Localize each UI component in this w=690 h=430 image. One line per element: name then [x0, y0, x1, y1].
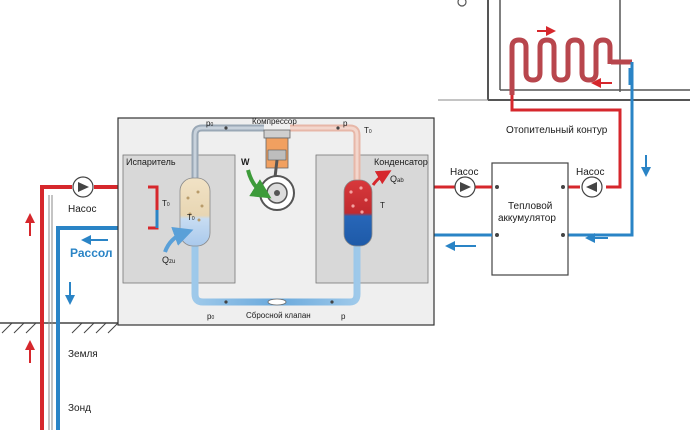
relief-valve-label: Сбросной клапан — [246, 311, 311, 320]
q-in-subscript: zu — [169, 259, 176, 265]
heating-coil — [509, 26, 632, 95]
evap-t-symbol: T — [162, 199, 167, 208]
tank-label-line2: аккумулятор — [498, 213, 556, 224]
probe-label: Зонд — [68, 403, 91, 414]
evaporator-label: Испаритель — [126, 157, 176, 167]
house-outline — [438, 0, 690, 101]
brine-label: Рассол — [70, 246, 113, 260]
evap-t0-symbol: T — [187, 213, 192, 222]
refrigerant-circuit — [191, 124, 361, 306]
pump-left-icon — [72, 176, 94, 198]
p0-bottom-symbol: p — [207, 312, 212, 321]
condenser-temp-label: T — [380, 201, 385, 210]
heating-circuit-pipes — [510, 62, 651, 243]
pump-mid-icon — [454, 176, 476, 198]
pump-label-right: Насос — [576, 167, 605, 178]
pressure-p0-top-label: p0 — [206, 120, 213, 128]
state-points — [224, 126, 340, 304]
tank-label-line1: Тепловой — [508, 201, 553, 212]
pressure-p-bottom-label: p — [341, 312, 346, 321]
ground-label: Земля — [68, 349, 98, 360]
pressure-p-top-label: p — [343, 119, 348, 128]
condenser-label: Конденсатор — [374, 157, 428, 167]
q-out-label: Qab — [390, 174, 404, 185]
q-in-symbol: Q — [162, 255, 170, 265]
pressure-p0-bottom-label: p0 — [207, 313, 214, 321]
pump-label-mid: Насос — [450, 167, 479, 178]
comp-t-subscript: 0 — [368, 129, 372, 135]
p0-top-symbol: p — [206, 119, 211, 128]
q-out-symbol: Q — [390, 174, 398, 184]
q-in-label: Qzu — [162, 255, 176, 266]
p0-bottom-subscript: 0 — [211, 315, 215, 321]
evaporator-vessel — [163, 177, 211, 253]
pump-right-icon — [581, 176, 603, 198]
evaporator-temp-label: T0 — [162, 200, 170, 208]
heating-circuit-label: Отопительный контур — [506, 125, 608, 136]
pump-label-left: Насос — [68, 204, 97, 215]
compressor-label: Компрессор — [252, 117, 297, 126]
evap-t-subscript: 0 — [166, 202, 170, 208]
compressor — [246, 129, 295, 211]
evap-t0-subscript: 0 — [191, 216, 195, 222]
comp-t-symbol: T — [364, 126, 369, 135]
evaporator-coil — [148, 185, 159, 230]
heat-storage-tank — [491, 162, 569, 276]
condenser-vessel — [343, 170, 392, 247]
evaporator-t0-label: T0 — [187, 214, 195, 222]
compressor-temp-label: T0 — [364, 127, 372, 135]
q-out-subscript: ab — [397, 178, 404, 184]
work-label: W — [241, 157, 250, 167]
p0-top-subscript: 0 — [210, 122, 214, 128]
